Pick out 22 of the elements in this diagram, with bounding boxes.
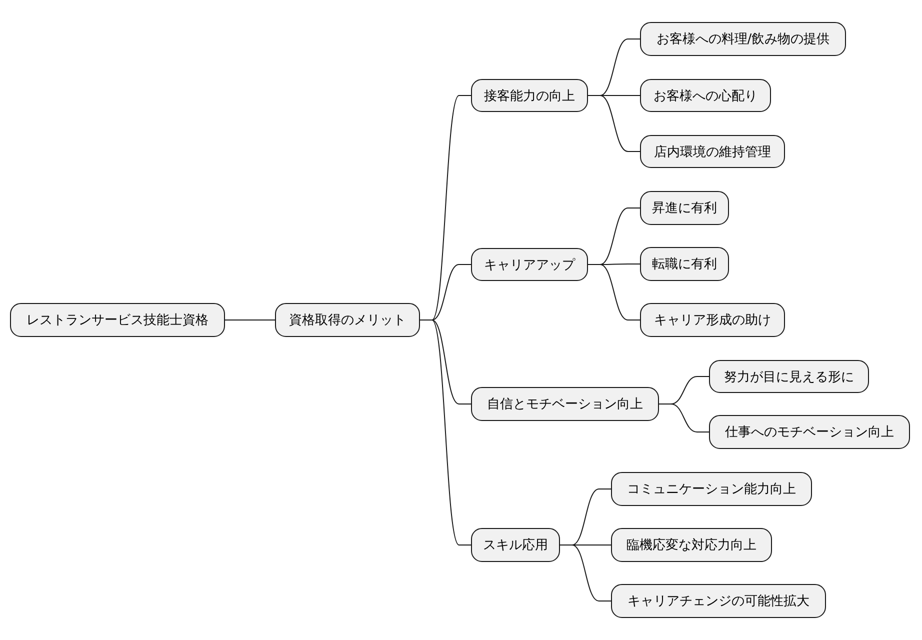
- topic-box: 昇進に有利: [640, 191, 729, 225]
- topic-box: 転職に有利: [640, 247, 729, 281]
- topic-box: スキル応用: [471, 528, 560, 562]
- topic-box: 努力が目に見える形に: [709, 360, 869, 393]
- connector-line: [658, 404, 710, 432]
- topic-box: 仕事へのモチベーション向上: [709, 415, 910, 449]
- topic-box: お客様への心配り: [640, 79, 771, 112]
- topic-box: 接客能力の向上: [471, 79, 588, 112]
- topic-box: お客様への料理/飲み物の提供: [640, 22, 846, 56]
- topic-box: コミュニケーション能力向上: [611, 472, 812, 506]
- topic-box: 店内環境の維持管理: [640, 135, 785, 168]
- topic-box: キャリアアップ: [471, 248, 588, 281]
- connector-line: [420, 320, 472, 546]
- connector-line: [588, 95, 640, 152]
- topic-box: 資格取得のメリット: [275, 303, 420, 337]
- topic-box: 自信とモチベーション向上: [471, 387, 659, 421]
- connector-line: [588, 264, 640, 320]
- connector-line: [560, 544, 612, 602]
- topic-box: キャリアチェンジの可能性拡大: [611, 584, 826, 618]
- topic-box: レストランサービス技能士資格: [10, 303, 225, 337]
- topic-box: キャリア形成の助け: [640, 303, 785, 337]
- topic-box: 臨機応変な対応力向上: [611, 528, 772, 562]
